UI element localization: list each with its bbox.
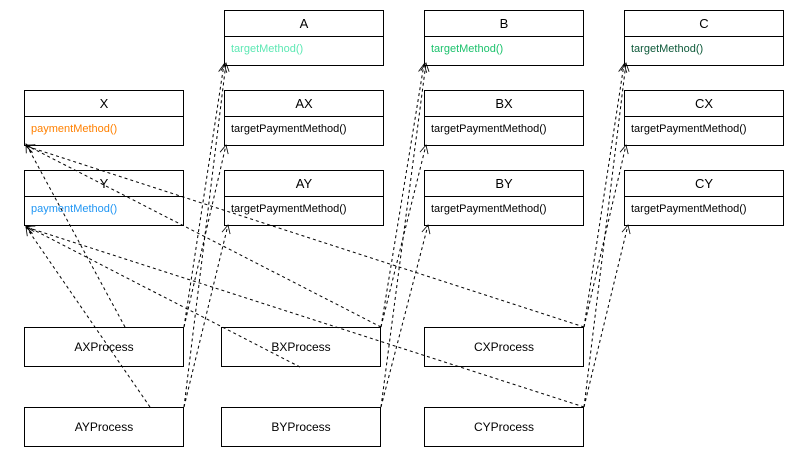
edge-ayprocess-to-a — [183, 63, 226, 408]
class-method: targetPaymentMethod() — [431, 203, 547, 215]
class-box-cy[interactable]: CY targetPaymentMethod() — [624, 170, 784, 226]
class-name: CY — [625, 171, 783, 197]
class-method: targetMethod() — [631, 43, 704, 55]
class-name: CX — [625, 91, 783, 117]
class-method: targetPaymentMethod() — [231, 123, 347, 135]
class-box-ax[interactable]: AX targetPaymentMethod() — [224, 90, 384, 146]
edge-byprocess-to-b — [380, 63, 426, 408]
edge-cxprocess-to-c — [583, 64, 624, 328]
class-method: targetPaymentMethod() — [631, 123, 747, 135]
edge-axprocess-to-a — [183, 64, 224, 328]
class-name: BX — [425, 91, 583, 117]
class-name: AY — [225, 171, 383, 197]
class-name: B — [425, 11, 583, 37]
process-box-cy[interactable]: CYProcess — [424, 407, 584, 447]
process-box-cx[interactable]: CXProcess — [424, 327, 584, 367]
edge-cyprocess-to-cy — [583, 225, 628, 408]
edge-axprocess-to-ax — [183, 145, 226, 328]
edge-cxprocess-to-cx — [583, 145, 626, 328]
class-name: AX — [225, 91, 383, 117]
class-box-c[interactable]: C targetMethod() — [624, 10, 784, 66]
class-box-by[interactable]: BY targetPaymentMethod() — [424, 170, 584, 226]
class-method: targetMethod() — [231, 43, 304, 55]
edge-cyprocess-to-c — [583, 63, 626, 408]
class-box-bx[interactable]: BX targetPaymentMethod() — [424, 90, 584, 146]
process-box-by[interactable]: BYProcess — [221, 407, 381, 447]
class-box-b[interactable]: B targetMethod() — [424, 10, 584, 66]
class-method: paymentMethod() — [31, 203, 118, 215]
class-box-cx[interactable]: CX targetPaymentMethod() — [624, 90, 784, 146]
edge-bxprocess-to-b — [380, 64, 424, 328]
process-box-ax[interactable]: AXProcess — [24, 327, 184, 367]
class-method: targetPaymentMethod() — [631, 203, 747, 215]
class-box-y[interactable]: Y paymentMethod() — [24, 170, 184, 226]
class-method: targetMethod() — [431, 43, 504, 55]
class-method: paymentMethod() — [31, 123, 118, 135]
class-name: A — [225, 11, 383, 37]
class-box-a[interactable]: A targetMethod() — [224, 10, 384, 66]
edge-byprocess-to-by — [380, 225, 428, 408]
class-method: targetPaymentMethod() — [231, 203, 347, 215]
edge-ayprocess-to-ay — [183, 225, 228, 408]
class-box-ay[interactable]: AY targetPaymentMethod() — [224, 170, 384, 226]
process-box-ay[interactable]: AYProcess — [24, 407, 184, 447]
class-name: BY — [425, 171, 583, 197]
class-name: X — [25, 91, 183, 117]
edge-ayprocess-to-y — [26, 227, 151, 408]
class-name: Y — [25, 171, 183, 197]
class-box-x[interactable]: X paymentMethod() — [24, 90, 184, 146]
class-name: C — [625, 11, 783, 37]
process-box-bx[interactable]: BXProcess — [221, 327, 381, 367]
edge-cyprocess-to-y — [26, 227, 585, 408]
class-method: targetPaymentMethod() — [431, 123, 547, 135]
edge-bxprocess-to-bx — [380, 145, 426, 328]
